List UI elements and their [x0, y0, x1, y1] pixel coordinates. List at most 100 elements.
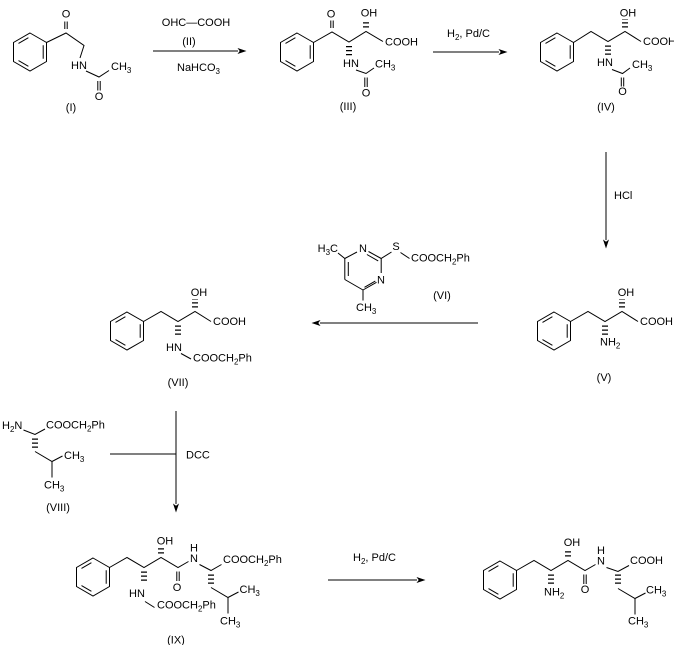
reagent-h2-pdc: H2, Pd/C	[447, 28, 490, 42]
reaction-arrow-6: H2, Pd/C	[328, 552, 426, 583]
skeleton-bonds	[570, 310, 639, 323]
cbz-ester-label: COOCH2Ph	[411, 253, 470, 267]
structure-i: O HN CH3 O (I)	[13, 9, 132, 114]
carbamate-hn-label: HN	[166, 342, 182, 354]
hydroxyl-label: OH	[191, 287, 208, 299]
ring-nitrogen-bottom-label: N	[377, 275, 385, 287]
reagent-h2-pdc: H2, Pd/C	[353, 552, 396, 566]
benzene-ring	[13, 32, 47, 72]
sulfur-label: S	[392, 241, 399, 253]
amide-n-label: N	[597, 556, 605, 568]
benzene-ring	[76, 557, 110, 597]
carboxyl-label: COOH	[643, 36, 674, 48]
methyl-label: CH3	[111, 61, 132, 75]
benzyl-ester-label: COOCH2Ph	[46, 420, 105, 434]
compound-label-iii: (III)	[340, 101, 357, 113]
double-bonds	[330, 20, 368, 87]
benzene-ring	[110, 311, 144, 351]
methyl-label: CH3	[632, 59, 653, 73]
double-bonds	[620, 77, 625, 87]
benzene-ring	[540, 32, 574, 72]
carboxyl-label: COOH	[630, 555, 663, 567]
benzene-ring	[280, 32, 314, 72]
amine-label: NH2	[544, 587, 565, 601]
structure-v: OH COOH NH2 (V)	[537, 287, 673, 384]
methyl-label: CH3	[44, 480, 65, 494]
compound-label-ix: (IX)	[167, 635, 185, 645]
amide-n-label: N	[190, 553, 198, 565]
structure-iv: OH COOH HN CH3 O (IV)	[540, 8, 674, 114]
compound-label-i: (I)	[66, 102, 76, 114]
amide-h-label: H	[597, 545, 605, 557]
structure-vi: H3C N N S COOCH2Ph CH3 (VI)	[318, 241, 470, 316]
methyl-label: CH3	[220, 616, 241, 630]
ketone-oxygen-label: O	[327, 9, 336, 21]
double-bonds	[583, 574, 587, 584]
methyl-label: CH3	[64, 450, 85, 464]
reaction-arrow-2: H2, Pd/C	[433, 28, 508, 55]
structure-viii: H2N COOCH2Ph CH3 CH3 (VIII)	[2, 420, 105, 515]
ring-nitrogen-top-label: N	[359, 243, 367, 255]
amide-hn-label: HN	[597, 57, 613, 69]
hydroxyl-label: OH	[157, 536, 174, 548]
amine-label-h2n: H2N	[2, 420, 22, 434]
compound-label-vii: (VII)	[168, 377, 189, 389]
hydroxyl-label: OH	[618, 287, 635, 299]
hydroxyl-label: OH	[564, 537, 581, 549]
methyl-label: CH3	[240, 584, 261, 598]
substituent-bonds	[337, 251, 410, 301]
cbz-ester-label: COOCH2Ph	[193, 353, 252, 367]
skeleton-bonds	[516, 559, 646, 615]
compound-label-iv: (IV)	[597, 102, 615, 114]
methyl-label: CH3	[646, 585, 667, 599]
methyl-label: CH3	[375, 59, 396, 73]
hydroxyl-label: OH	[361, 8, 378, 20]
amide-oxygen-label: O	[618, 86, 627, 98]
skeleton-bonds	[143, 310, 212, 360]
compound-label-vi: (VI)	[433, 290, 451, 302]
benzene-ring	[483, 560, 517, 600]
carboxyl-label: COOH	[385, 37, 418, 49]
amide-oxygen-label: O	[95, 91, 104, 103]
reagent-hcl: HCl	[614, 190, 632, 202]
reaction-arrow-1: OHC—COOH (II) NaHCO3	[153, 17, 247, 76]
amide-oxygen-label: O	[173, 582, 182, 594]
skeleton-bonds	[573, 30, 642, 75]
compound-label-viii: (VIII)	[46, 502, 70, 514]
carbamate-hn-label: HN	[129, 588, 145, 600]
skeleton-bonds	[23, 428, 63, 478]
carboxyl-label: COOH	[213, 316, 246, 328]
double-bonds	[176, 571, 180, 581]
methyl-label: CH3	[356, 302, 377, 316]
hydroxyl-label: OH	[620, 8, 637, 20]
ring-double-bonds	[344, 251, 382, 291]
cbz-ester-label: COOCH2Ph	[157, 600, 216, 614]
benzene-ring	[537, 311, 571, 351]
structure-iii: O OH COOH HN CH3 O (III)	[280, 8, 418, 113]
reaction-arrow-3: HCl	[603, 152, 632, 249]
reagent-glyoxylic-acid: OHC—COOH	[162, 17, 231, 29]
compound-label-v: (V)	[597, 372, 612, 384]
structure-ix: OH O H N COOCH2Ph CH3 CH3 HN COOCH2Ph (I…	[76, 536, 282, 645]
carboxyl-label: COOH	[640, 316, 673, 328]
amide-oxygen-label: O	[581, 584, 590, 596]
ketone-oxygen-label: O	[62, 9, 71, 21]
skeleton-bonds	[46, 32, 110, 78]
methyl-label-h3c: H3C	[318, 243, 338, 257]
amine-label: NH2	[600, 337, 621, 351]
double-bonds	[64, 21, 101, 91]
reaction-arrow-5: DCC	[110, 411, 210, 513]
structure-vii: OH COOH HN COOCH2Ph (VII)	[110, 287, 252, 389]
compound-label-ii: (II)	[182, 36, 195, 48]
amide-hn-label: HN	[343, 58, 359, 70]
amide-hn-label: HN	[71, 60, 87, 72]
ring-single-bonds	[344, 251, 382, 291]
structure-final-product: OH NH2 O H N COOH CH3 CH3	[483, 537, 667, 630]
benzyl-ester-label: COOCH2Ph	[223, 554, 282, 568]
amide-oxygen-label: O	[362, 88, 371, 100]
amide-h-label: H	[190, 543, 198, 555]
reagent-nahco3: NaHCO3	[177, 62, 221, 76]
reagent-dcc: DCC	[186, 450, 210, 462]
